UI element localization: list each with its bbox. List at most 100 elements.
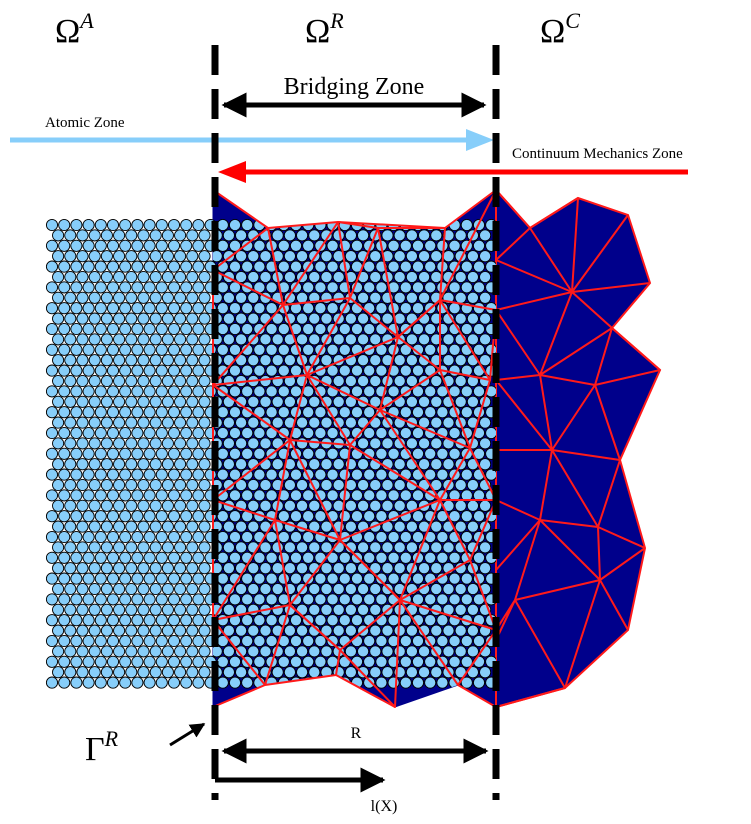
atom [186, 478, 199, 492]
atom [88, 645, 101, 658]
atom [228, 447, 242, 460]
atom [363, 510, 376, 523]
atom [253, 572, 266, 585]
atom [76, 582, 89, 596]
atom [283, 562, 296, 575]
atom [106, 406, 120, 419]
atom [58, 468, 71, 481]
atom [76, 291, 89, 304]
atom [149, 624, 162, 637]
atom [241, 593, 254, 606]
omega-c-label: ΩC [540, 8, 580, 50]
atom [149, 458, 162, 471]
atom [125, 562, 138, 575]
atom [70, 551, 83, 564]
atom [70, 676, 83, 689]
atom [88, 291, 101, 304]
atom [106, 343, 120, 356]
atom [430, 437, 443, 450]
atom [64, 520, 77, 533]
atom [338, 572, 351, 585]
atom [308, 603, 321, 616]
atom [174, 333, 187, 346]
atom [70, 572, 83, 585]
atom [192, 510, 205, 523]
atom [64, 229, 77, 242]
atom [64, 270, 77, 284]
atom [418, 458, 431, 471]
atom [241, 322, 254, 336]
atom [466, 291, 479, 304]
atom [58, 447, 71, 460]
atom [228, 655, 242, 668]
atom [186, 229, 199, 242]
atom [180, 614, 193, 627]
atom [283, 624, 296, 637]
atom [277, 655, 290, 668]
atom [375, 281, 388, 294]
atom [283, 250, 296, 263]
atom [411, 343, 425, 356]
atom [326, 489, 339, 502]
atom [143, 426, 156, 440]
atom [125, 270, 138, 284]
atom [52, 229, 65, 242]
atom [363, 426, 376, 440]
atom [277, 239, 290, 252]
atom [76, 312, 89, 325]
atom [143, 406, 156, 419]
atom [161, 333, 174, 346]
atom [88, 478, 101, 492]
atom [460, 218, 473, 232]
atom [198, 395, 211, 408]
atom [155, 489, 168, 502]
atom [70, 385, 83, 398]
atom [216, 343, 229, 356]
atom [241, 634, 254, 648]
atom [82, 655, 95, 668]
atom [326, 302, 339, 315]
atom [399, 614, 412, 627]
atom [149, 354, 162, 367]
atom [45, 281, 59, 294]
atom [64, 645, 77, 658]
atom [125, 437, 138, 450]
atom [100, 666, 113, 679]
atom [58, 343, 71, 356]
atom [52, 270, 65, 284]
atom [363, 489, 376, 502]
atom [198, 374, 211, 388]
atom [357, 541, 370, 554]
atom [357, 354, 370, 367]
atom [235, 624, 248, 637]
atom [167, 385, 181, 398]
atom [192, 281, 205, 294]
atom [216, 551, 229, 564]
atom [100, 374, 113, 388]
atom [186, 395, 199, 408]
atom [320, 541, 333, 554]
atom [253, 634, 266, 648]
atom [82, 406, 95, 419]
atom [106, 426, 120, 440]
atom [174, 416, 187, 429]
atom [369, 603, 382, 616]
atom [424, 343, 437, 356]
atom [64, 250, 77, 263]
atom [259, 312, 272, 325]
atom [228, 260, 242, 273]
atom [247, 270, 260, 284]
atom [64, 333, 77, 346]
atom [344, 374, 357, 388]
atom [106, 655, 120, 668]
atom [76, 478, 89, 492]
atom [119, 218, 132, 232]
atom [174, 541, 187, 554]
atom [52, 395, 65, 408]
atom [52, 374, 65, 388]
atom [338, 406, 351, 419]
atom [131, 239, 144, 252]
atom [137, 645, 150, 658]
atom [436, 614, 449, 627]
atom [448, 551, 461, 564]
